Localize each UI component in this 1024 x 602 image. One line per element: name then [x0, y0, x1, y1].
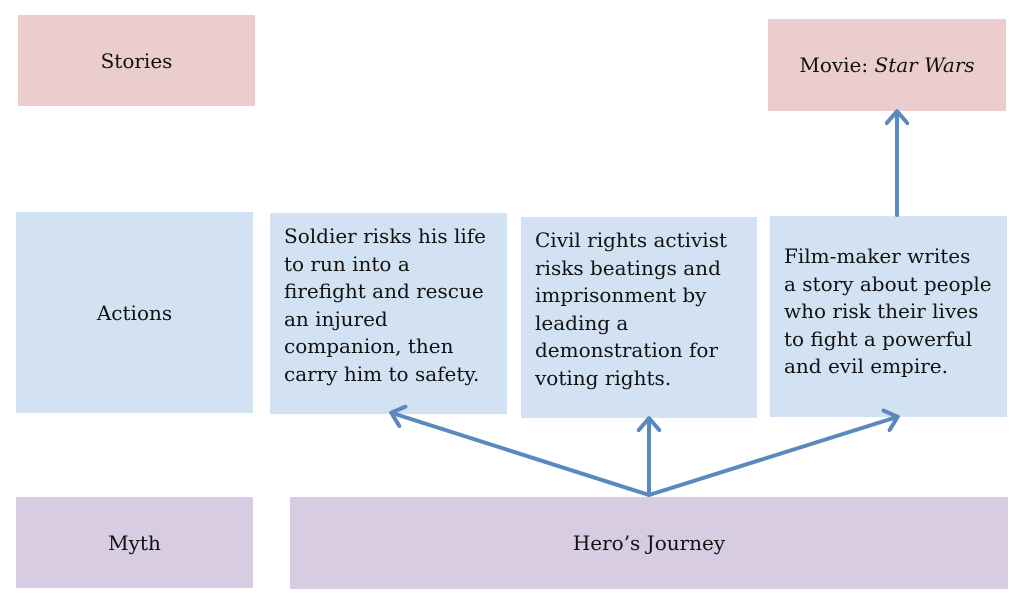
heros-journey-label: Hero’s Journey [572, 531, 726, 555]
movie-prefix: Movie: [799, 53, 875, 77]
action-line: who risk their lives [784, 299, 979, 324]
action-line: a story about people [784, 271, 992, 296]
action-line: firefight and rescue [284, 279, 484, 304]
myth-label-text: Myth [108, 530, 161, 555]
action-line: Film-maker writes [784, 244, 971, 268]
action-line: an injured [284, 306, 388, 331]
movie-label: Movie: Star Wars [799, 53, 974, 77]
action-line: and evil empire. [784, 354, 949, 379]
action-line: voting rights. [535, 365, 672, 390]
action-line: carry him to safety. [284, 361, 480, 386]
movie-title: Star Wars [874, 53, 975, 77]
arrow-to-soldier [392, 413, 651, 497]
action-line: imprisonment by [535, 283, 707, 308]
action-line: leading a [535, 310, 629, 335]
action-line: demonstration for [535, 338, 719, 363]
action-line: to fight a powerful [784, 326, 973, 351]
action-box-activist: Civil rights activist risks beatings and… [521, 217, 757, 418]
actions-label-text: Actions [96, 300, 173, 325]
movie-box: Movie: Star Wars [768, 19, 1006, 111]
action-box-soldier: Soldier risks his life to run into a fir… [270, 213, 507, 414]
action-line: to run into a [284, 251, 410, 276]
action-line: Soldier risks his life [284, 224, 486, 248]
arrow-to-filmmaker [647, 417, 897, 497]
heros-journey-box: Hero’s Journey [290, 497, 1008, 589]
action-line: companion, then [284, 334, 454, 359]
stories-row-label: Stories [18, 15, 255, 106]
action-line: Civil rights activist [535, 228, 728, 252]
action-line: risks beatings and [535, 255, 721, 280]
action-box-filmmaker: Film-maker writes a story about people w… [770, 216, 1007, 417]
stories-label-text: Stories [100, 48, 173, 73]
actions-row-label: Actions [16, 212, 253, 413]
myth-row-label: Myth [16, 497, 253, 588]
